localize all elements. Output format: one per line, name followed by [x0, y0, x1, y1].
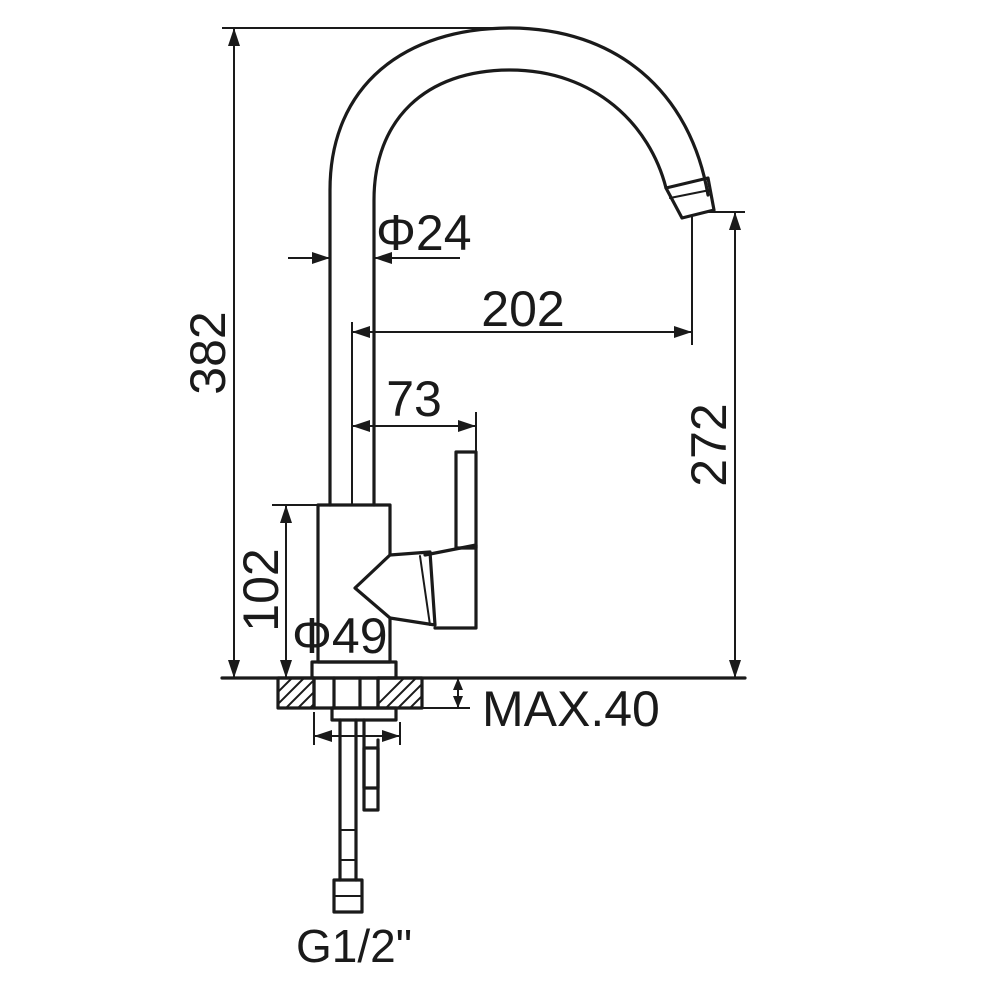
dimension-spout-height: [708, 211, 745, 678]
mounting-shank: [312, 676, 380, 710]
dimension-deck-thickness-label: MAX.40: [482, 681, 660, 737]
dimension-handle-offset-label: 73: [386, 371, 442, 427]
dimension-deck-thickness: [422, 678, 470, 709]
handle-joint: [388, 550, 437, 627]
aerator-tip: [664, 176, 716, 220]
fixing-nut: [330, 706, 398, 722]
hose-second: [362, 718, 380, 812]
hose-fitting: [362, 746, 380, 790]
base-ring: [310, 660, 398, 680]
dimension-handle-offset: [352, 412, 477, 452]
dimension-total-height: [222, 27, 510, 678]
dimension-body-height-label: 102: [233, 548, 289, 631]
dimension-spout-height-label: 272: [681, 403, 737, 486]
dimension-spout-reach-label: 202: [481, 281, 564, 337]
dimension-shank-width: [313, 712, 401, 745]
handle-lever: [454, 450, 478, 550]
dimension-body-diameter-label: Φ49: [292, 608, 388, 664]
dimension-spout-reach: [351, 215, 693, 505]
dimension-body-height: [272, 504, 330, 678]
dimension-spout-diameter: [288, 230, 460, 270]
dimension-spout-diameter-label: Φ24: [376, 205, 472, 261]
faucet-outline: [310, 26, 716, 914]
countertop-section: [220, 676, 747, 710]
flexible-hose: [338, 718, 358, 882]
handle-cartridge: [423, 543, 478, 630]
spout-outer-line: [328, 26, 710, 507]
connection-thread-label: G1/2": [296, 920, 412, 972]
spout-inner-line: [372, 68, 668, 507]
dimension-total-height-label: 382: [180, 311, 236, 394]
